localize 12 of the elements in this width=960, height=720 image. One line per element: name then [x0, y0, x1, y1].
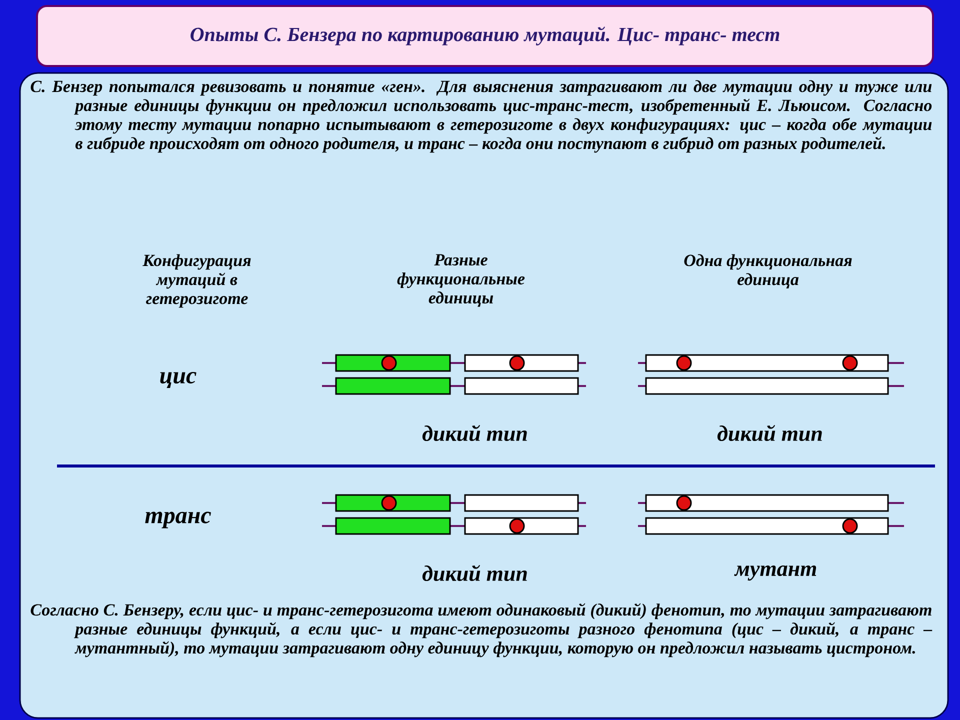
result-label: мутант	[734, 565, 816, 581]
column-header: Конфигурация мутаций в гетерозиготе	[142, 254, 251, 308]
row-label: транс	[145, 512, 211, 528]
column-header: Одна функциональная единица	[684, 254, 852, 288]
paragraph: Согласно С. Бензеру, если цис- и транс-гетерозигота имеют одинаковый (дикий) фенотип, то мутации затрагивают разные единицы функций, а если цис- и транс-гетерозиготы разного фенотипа (цис – дикий, а транс – мутантный), то мутации затрагивают одну единицу функции, которую он предложил называть цистроном.	[30, 603, 932, 658]
title-banner: Опыты С. Бензера по картированию мутаций. Цис- транс- тест	[36, 5, 934, 67]
paragraph: С. Бензер попытался ревизовать и понятие «ген». Для выяснения затрагивают ли две мутации одну и туже или разные единицы функции он предложил использовать цис-транс-тест, изобретенный Е. Льюисом. Согласно этому тесту мутации попарно испытывают в гетерозиготе в двух конфигурациях: цис – когда обе мутации в гибриде происходят от одного родителя, и транс – когда они поступают в гибрид от разных родителей.	[30, 80, 932, 153]
result-label: дикий тип	[717, 424, 822, 442]
row-label: цис	[160, 372, 196, 388]
column-header: Разные функциональные единицы	[397, 254, 525, 307]
result-label: дикий тип	[422, 564, 527, 582]
result-label: дикий тип	[422, 424, 527, 442]
